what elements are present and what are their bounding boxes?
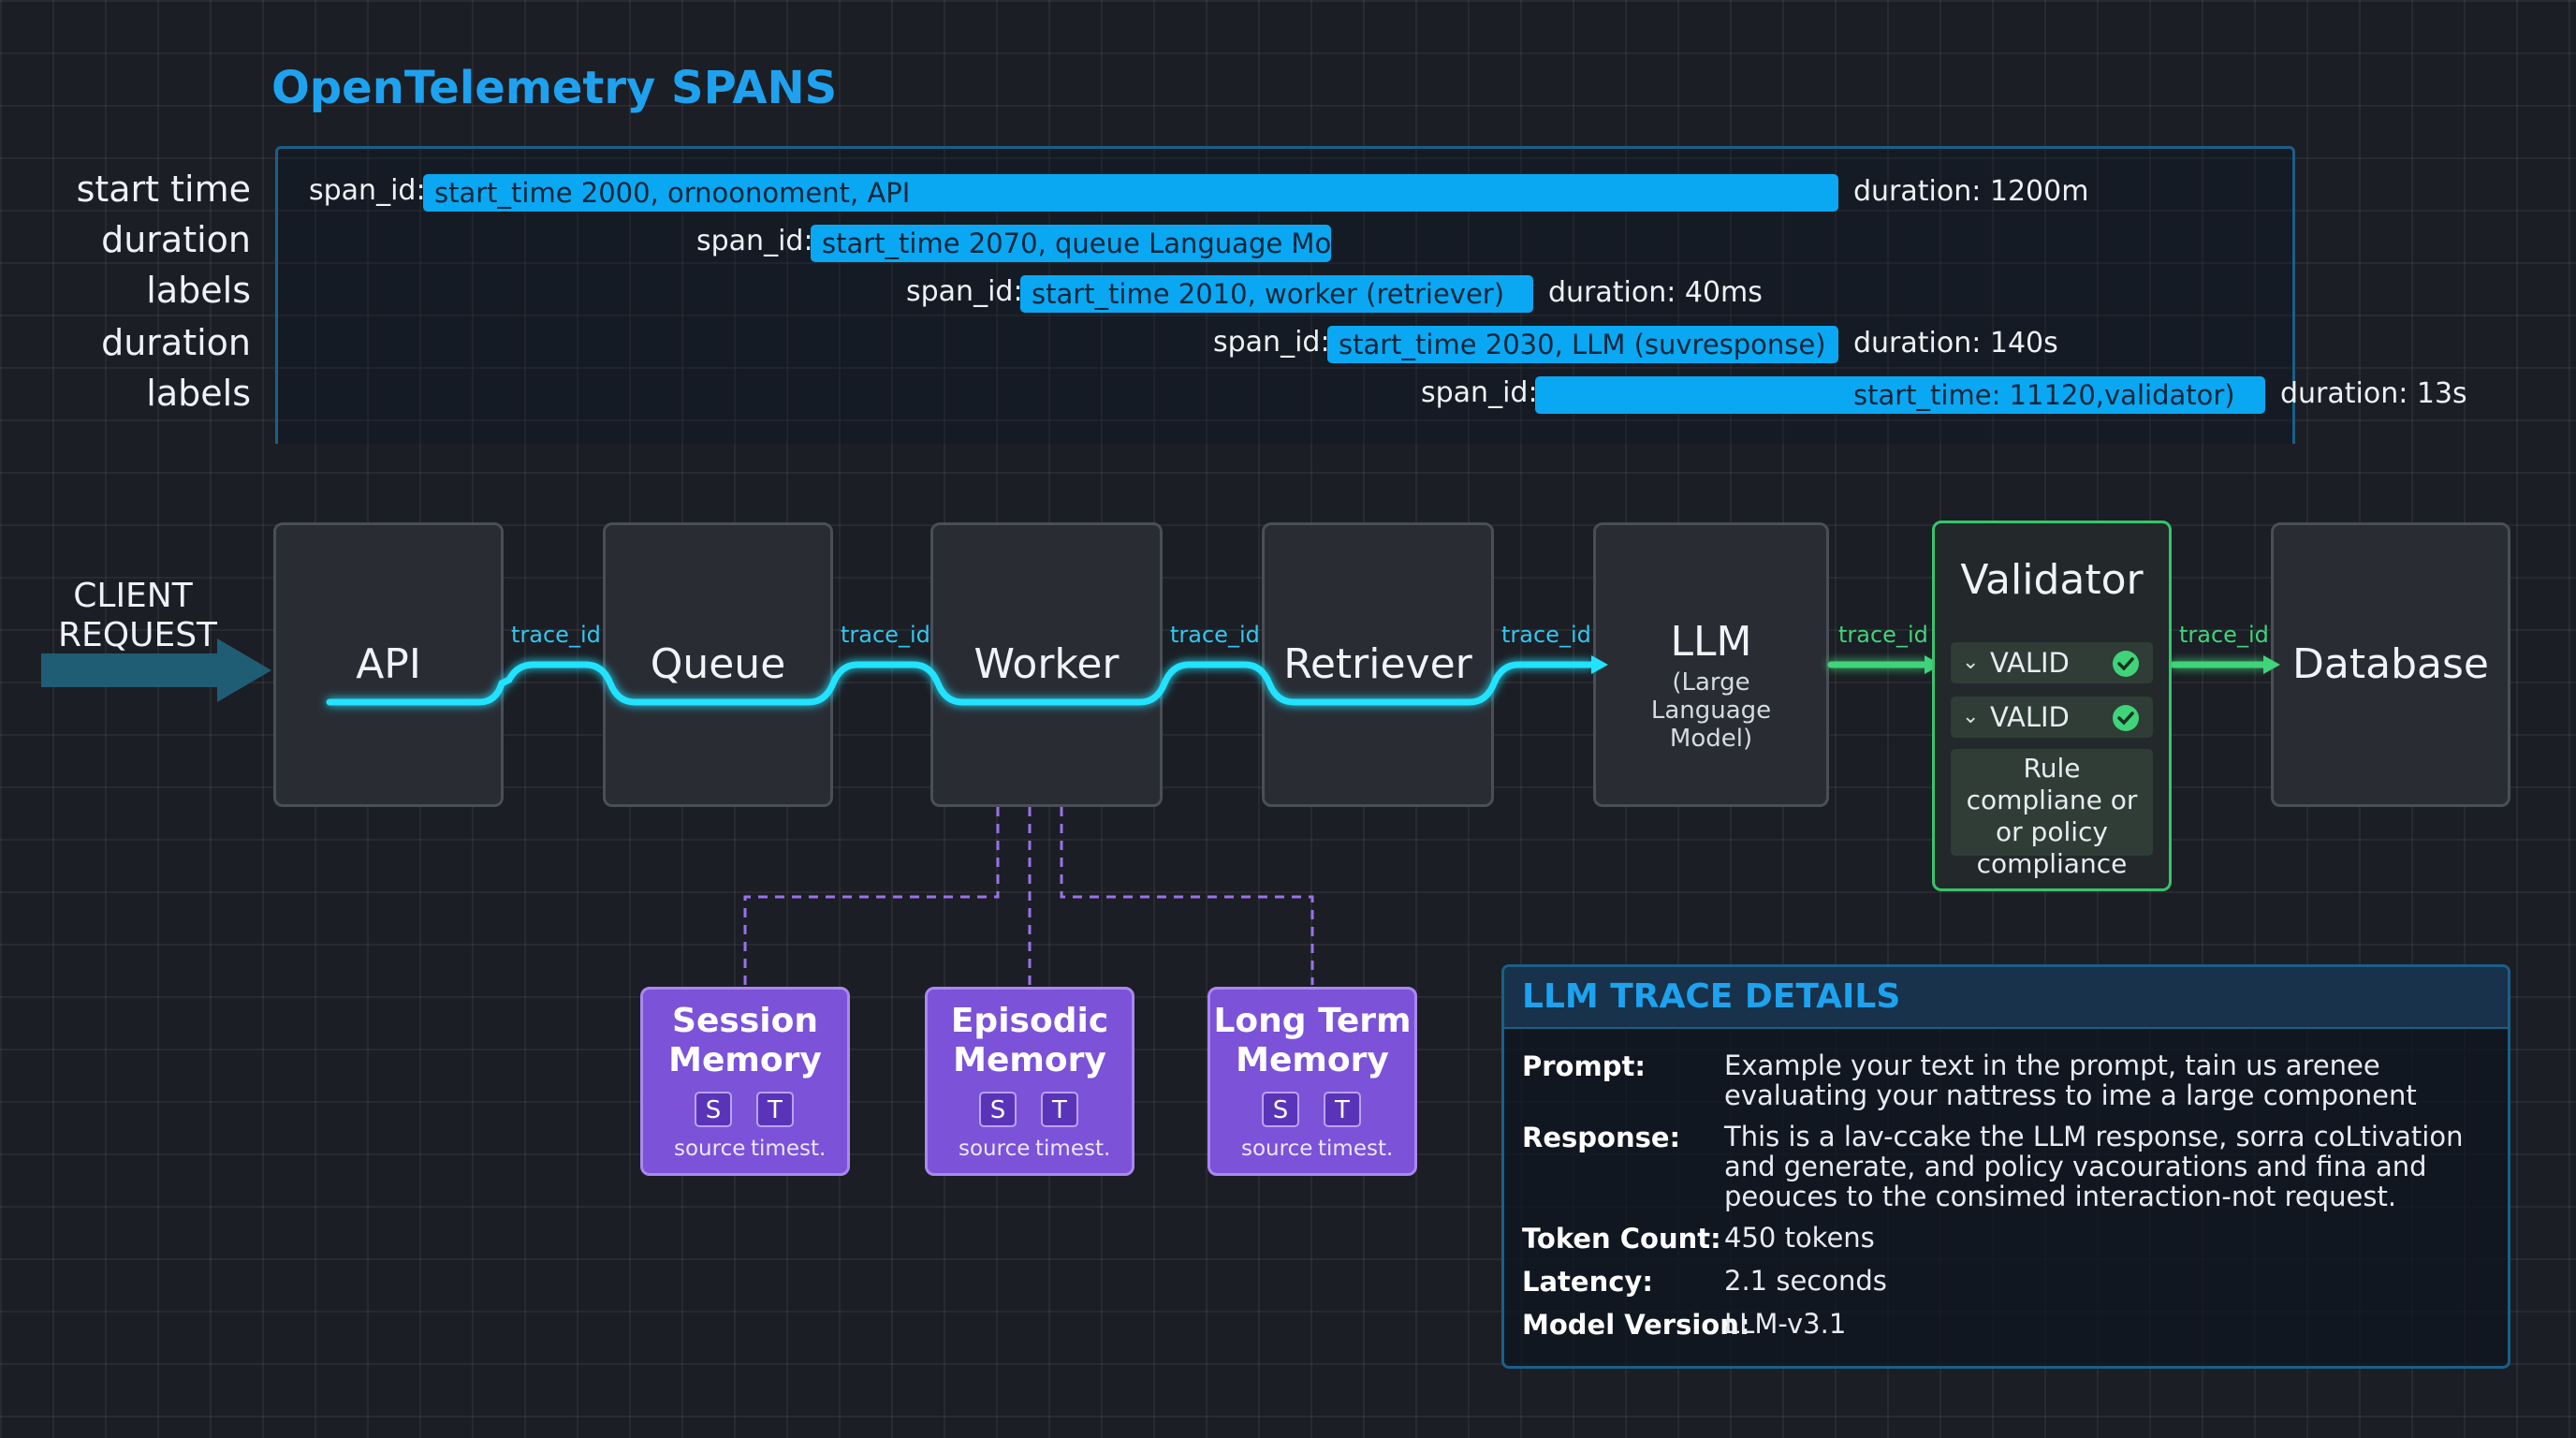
node-retriever[interactable] xyxy=(1262,522,1494,807)
span-bar-queue[interactable]: start_time 2070, queue Language Model) xyxy=(811,225,1331,262)
client-request-arrow xyxy=(41,638,271,702)
trace-id-label: trace_id xyxy=(2179,622,2269,648)
client-request-label: CLIENT REQUEST xyxy=(58,577,218,655)
detail-key-token-count: Token Count: xyxy=(1522,1223,1721,1255)
detail-key-model-version: Model Version: xyxy=(1522,1309,1750,1341)
check-circle-icon xyxy=(2113,651,2139,677)
page-title: OpenTelemetry SPANS xyxy=(271,62,838,114)
valid-label: VALID xyxy=(1990,647,2070,679)
long-term-memory-title: Long Term Memory xyxy=(1213,1002,1412,1079)
node-queue-label: Queue xyxy=(650,640,786,688)
node-queue[interactable] xyxy=(603,522,833,807)
timestamp-chip: T xyxy=(756,1092,794,1127)
timestamp-chip: T xyxy=(1324,1092,1361,1127)
span-id-label: span_id: xyxy=(1421,376,1538,409)
left-label-labels-2: labels xyxy=(146,373,251,414)
detail-key-response: Response: xyxy=(1522,1122,1681,1153)
node-retriever-label: Retriever xyxy=(1283,640,1472,688)
detail-value-latency: 2.1 seconds xyxy=(1724,1265,1887,1297)
trace-id-label: trace_id xyxy=(841,622,930,648)
client-request-line2: REQUEST xyxy=(58,616,218,654)
arrowhead-database xyxy=(2263,655,2280,674)
source-caption: source xyxy=(959,1137,1031,1161)
span-duration: duration: 40ms xyxy=(1548,276,1763,309)
left-label-duration-2: duration xyxy=(101,322,251,363)
span-bar-worker[interactable]: start_time 2010, worker (retriever) xyxy=(1020,275,1533,313)
chevron-down-icon: ⌄ xyxy=(1962,705,1980,728)
trace-id-label: trace_id xyxy=(1501,622,1591,648)
episodic-memory-box[interactable] xyxy=(925,987,1134,1176)
memory-connectors xyxy=(743,807,1314,985)
arrowhead-llm xyxy=(1591,655,1608,674)
chevron-down-icon: ⌄ xyxy=(1962,651,1980,674)
span-bar-validator[interactable]: start_time: 11120,validator) xyxy=(1535,376,2265,414)
timestamp-caption: timest. xyxy=(1035,1137,1111,1161)
span-duration: duration: 140s xyxy=(1853,327,2058,360)
left-label-duration: duration xyxy=(101,219,251,260)
validator-title: Validator xyxy=(1960,556,2144,604)
llm-trace-details-title: LLM TRACE DETAILS xyxy=(1522,977,1901,1016)
timestamp-caption: timest. xyxy=(751,1137,827,1161)
span-id-label: span_id: xyxy=(309,174,426,207)
timestamp-chip: T xyxy=(1041,1092,1078,1127)
session-memory-title: Session Memory xyxy=(668,1002,822,1079)
source-chip: S xyxy=(1262,1092,1299,1127)
span-bar-llm[interactable]: start_time 2030, LLM (suvresponse) xyxy=(1327,326,1838,363)
left-label-start-time: start time xyxy=(76,169,251,210)
detail-key-latency: Latency: xyxy=(1522,1266,1653,1298)
detail-value-prompt: Example your text in the prompt, tain us… xyxy=(1724,1049,2417,1111)
validator-check-row[interactable]: ⌄ VALID xyxy=(1951,697,2153,738)
trace-id-label: trace_id xyxy=(1170,622,1260,648)
node-llm-sublabel: (Large Language Model) xyxy=(1650,668,1772,753)
node-api[interactable] xyxy=(273,522,504,807)
long-term-memory-box[interactable] xyxy=(1208,987,1417,1176)
node-worker-label: Worker xyxy=(973,640,1120,688)
timestamp-caption: timest. xyxy=(1318,1137,1394,1161)
span-duration: duration: 1200m xyxy=(1853,175,2089,208)
node-api-label: API xyxy=(356,640,421,688)
node-llm[interactable] xyxy=(1593,522,1829,807)
source-chip: S xyxy=(979,1092,1017,1127)
node-worker[interactable] xyxy=(930,522,1163,807)
span-duration: duration: 13s xyxy=(2280,377,2467,410)
llm-trace-details-header xyxy=(1504,967,2508,1029)
valid-label: VALID xyxy=(1990,701,2070,733)
node-database[interactable] xyxy=(2271,522,2510,807)
node-database-label: Database xyxy=(2292,640,2489,688)
flow-line-cyan xyxy=(326,661,1595,706)
source-chip: S xyxy=(695,1092,732,1127)
episodic-memory-title: Episodic Memory xyxy=(950,1002,1109,1079)
source-caption: source xyxy=(674,1137,746,1161)
detail-key-prompt: Prompt: xyxy=(1522,1050,1646,1082)
span-id-label: span_id: xyxy=(906,275,1023,308)
detail-value-model-version: LLM-v3.1 xyxy=(1724,1308,1847,1340)
span-bar-api[interactable]: start_time 2000, ornoonoment, API xyxy=(423,174,1838,212)
detail-value-response: This is a lav-ccake the LLM response, so… xyxy=(1724,1121,2464,1212)
check-circle-icon xyxy=(2113,705,2139,731)
validator-check-row[interactable]: ⌄ VALID xyxy=(1951,642,2153,683)
llm-trace-details-panel xyxy=(1501,964,2510,1369)
trace-id-label: trace_id xyxy=(511,622,601,648)
client-request-line1: CLIENT xyxy=(73,577,193,615)
trace-id-label: trace_id xyxy=(1838,622,1928,648)
left-label-labels: labels xyxy=(146,270,251,311)
detail-value-token-count: 450 tokens xyxy=(1724,1222,1875,1254)
session-memory-box[interactable] xyxy=(640,987,850,1176)
node-llm-label: LLM xyxy=(1670,618,1752,666)
source-caption: source xyxy=(1241,1137,1313,1161)
span-id-label: span_id: xyxy=(1213,326,1330,359)
validator-rule-compliance: Rule compliane or or policy compliance xyxy=(1951,749,2153,879)
span-id-label: span_id: xyxy=(696,225,813,257)
